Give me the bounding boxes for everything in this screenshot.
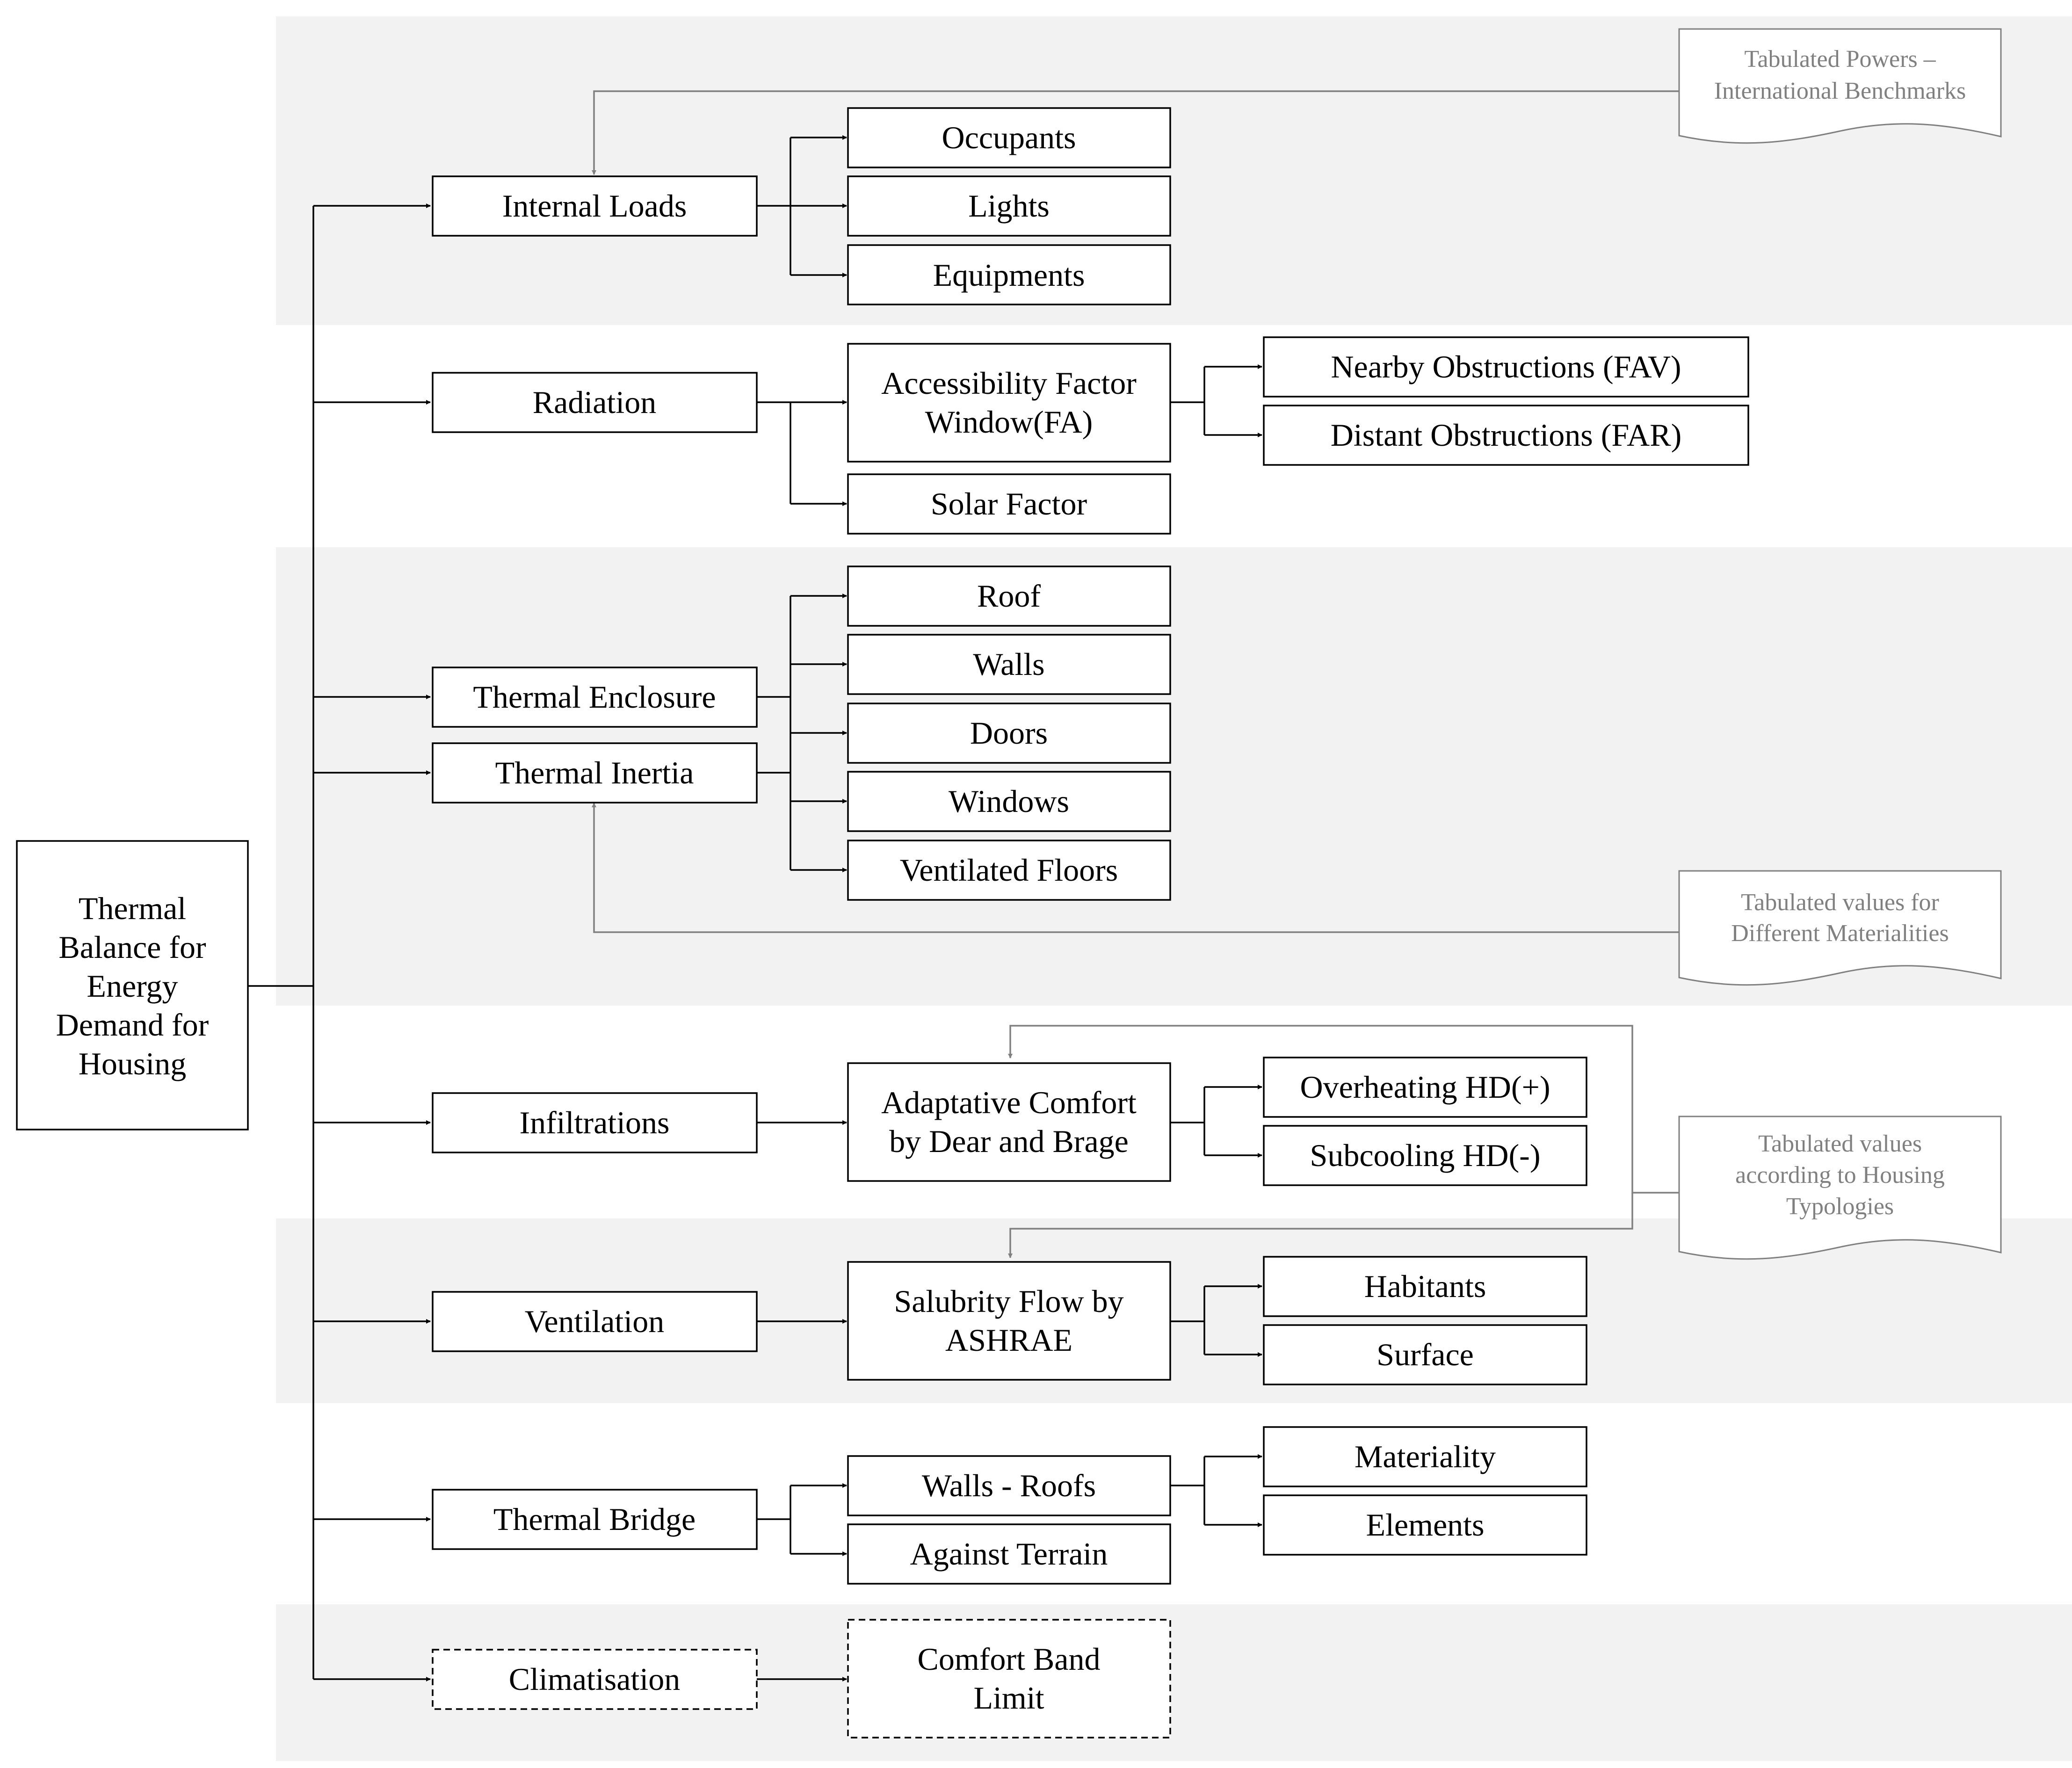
subitem-against-terrain: Against Terrain xyxy=(847,1523,1171,1585)
category-climatisation-label: Climatisation xyxy=(509,1661,680,1697)
note-materialities-line-1: Tabulated values for xyxy=(1741,889,1939,916)
detail-habitants: Habitants xyxy=(1263,1256,1587,1317)
subitem-lights: Lights xyxy=(847,175,1171,237)
note-tabulated-powers: Tabulated Powers – International Benchma… xyxy=(1678,28,2002,144)
root-line-2: Balance for xyxy=(58,929,206,965)
subitem-ventilated-floors: Ventilated Floors xyxy=(847,840,1171,901)
subitem-doors: Doors xyxy=(847,703,1171,764)
detail-surface-label: Surface xyxy=(1377,1337,1474,1372)
subitem-salubrity-flow: Salubrity Flow by ASHRAE xyxy=(847,1261,1171,1381)
root-line-3: Energy xyxy=(87,968,178,1004)
note-typologies-line-3: Typologies xyxy=(1786,1193,1894,1220)
connectors xyxy=(248,135,1262,1681)
subitem-doors-label: Doors xyxy=(970,715,1048,751)
category-infiltrations-label: Infiltrations xyxy=(519,1105,669,1140)
subitem-walls-roofs: Walls - Roofs xyxy=(847,1455,1171,1516)
root-line-5: Housing xyxy=(79,1046,186,1081)
detail-elements: Elements xyxy=(1263,1494,1587,1556)
reference-connectors xyxy=(592,90,1679,1258)
category-ventilation-label: Ventilation xyxy=(525,1304,664,1339)
subitem-salubrity-flow-line-1: Salubrity Flow by xyxy=(894,1283,1123,1319)
subitem-roof-label: Roof xyxy=(977,578,1041,614)
subitem-adaptative-comfort-line-1: Adaptative Comfort xyxy=(881,1085,1137,1120)
category-thermal-bridge-label: Thermal Bridge xyxy=(493,1501,695,1537)
detail-subcooling: Subcooling HD(-) xyxy=(1263,1125,1587,1186)
subitem-equipments-label: Equipments xyxy=(933,257,1085,293)
subitem-accessibility-factor-line-2: Window(FA) xyxy=(925,404,1093,440)
detail-materiality-label: Materiality xyxy=(1355,1439,1496,1474)
category-radiation-label: Radiation xyxy=(533,384,656,420)
subitem-equipments: Equipments xyxy=(847,244,1171,305)
detail-overheating-label: Overheating HD(+) xyxy=(1300,1069,1550,1105)
detail-materiality: Materiality xyxy=(1263,1426,1587,1487)
subitem-adaptative-comfort: Adaptative Comfort by Dear and Brage xyxy=(847,1062,1171,1182)
root-box: Thermal Balance for Energy Demand for Ho… xyxy=(16,840,249,1130)
subitem-windows: Windows xyxy=(847,771,1171,832)
category-climatisation: Climatisation xyxy=(432,1649,758,1710)
subitem-comfort-band-limit-line-2: Limit xyxy=(973,1680,1044,1716)
note-materialities-line-2: Different Materialities xyxy=(1731,920,1949,947)
subitem-occupants-label: Occupants xyxy=(942,120,1076,155)
category-internal-loads: Internal Loads xyxy=(432,175,758,237)
note-tabulated-powers-line-1: Tabulated Powers – xyxy=(1744,46,1936,72)
detail-surface: Surface xyxy=(1263,1324,1587,1385)
subitem-comfort-band-limit: Comfort Band Limit xyxy=(847,1619,1171,1739)
category-thermal-bridge: Thermal Bridge xyxy=(432,1489,758,1550)
subitem-comfort-band-limit-line-1: Comfort Band xyxy=(918,1641,1101,1677)
category-thermal-enclosure-label: Thermal Enclosure xyxy=(473,679,716,715)
note-typologies-line-2: according to Housing xyxy=(1735,1162,1945,1188)
subitem-solar-factor-label: Solar Factor xyxy=(931,486,1087,522)
category-internal-loads-label: Internal Loads xyxy=(502,188,687,224)
subitem-walls-label: Walls xyxy=(973,646,1044,682)
category-thermal-inertia-label: Thermal Inertia xyxy=(495,755,694,790)
subitem-against-terrain-label: Against Terrain xyxy=(910,1536,1108,1572)
subitem-accessibility-factor-line-1: Accessibility Factor xyxy=(881,365,1137,401)
detail-habitants-label: Habitants xyxy=(1364,1268,1486,1304)
detail-distant-obstructions-label: Distant Obstructions (FAR) xyxy=(1331,417,1682,453)
subitem-occupants: Occupants xyxy=(847,107,1171,168)
root-line-4: Demand for xyxy=(56,1007,209,1043)
detail-distant-obstructions: Distant Obstructions (FAR) xyxy=(1263,405,1749,466)
category-infiltrations: Infiltrations xyxy=(432,1092,758,1153)
subitem-walls: Walls xyxy=(847,634,1171,695)
subitem-lights-label: Lights xyxy=(968,188,1050,224)
detail-nearby-obstructions-label: Nearby Obstructions (FAV) xyxy=(1331,349,1681,384)
subitem-windows-label: Windows xyxy=(949,783,1069,819)
note-tabulated-typologies: Tabulated values according to Housing Ty… xyxy=(1678,1116,2002,1260)
subitem-walls-roofs-label: Walls - Roofs xyxy=(922,1468,1096,1503)
note-tabulated-powers-line-2: International Benchmarks xyxy=(1714,78,1966,104)
note-tabulated-materialities: Tabulated values for Different Materiali… xyxy=(1678,870,2002,986)
subitem-accessibility-factor: Accessibility Factor Window(FA) xyxy=(847,343,1171,463)
note-typologies-line-1: Tabulated values xyxy=(1758,1130,1922,1157)
detail-nearby-obstructions: Nearby Obstructions (FAV) xyxy=(1263,336,1749,398)
subitem-ventilated-floors-label: Ventilated Floors xyxy=(900,852,1118,888)
category-ventilation: Ventilation xyxy=(432,1291,758,1352)
subitem-solar-factor: Solar Factor xyxy=(847,473,1171,535)
category-radiation: Radiation xyxy=(432,372,758,433)
detail-overheating: Overheating HD(+) xyxy=(1263,1057,1587,1118)
root-line-1: Thermal xyxy=(79,891,186,926)
category-thermal-inertia: Thermal Inertia xyxy=(432,742,758,804)
subitem-adaptative-comfort-line-2: by Dear and Brage xyxy=(889,1123,1129,1159)
subitem-salubrity-flow-line-2: ASHRAE xyxy=(945,1322,1072,1358)
subitem-roof: Roof xyxy=(847,565,1171,627)
detail-elements-label: Elements xyxy=(1366,1507,1484,1543)
category-thermal-enclosure: Thermal Enclosure xyxy=(432,667,758,728)
detail-subcooling-label: Subcooling HD(-) xyxy=(1310,1138,1541,1173)
